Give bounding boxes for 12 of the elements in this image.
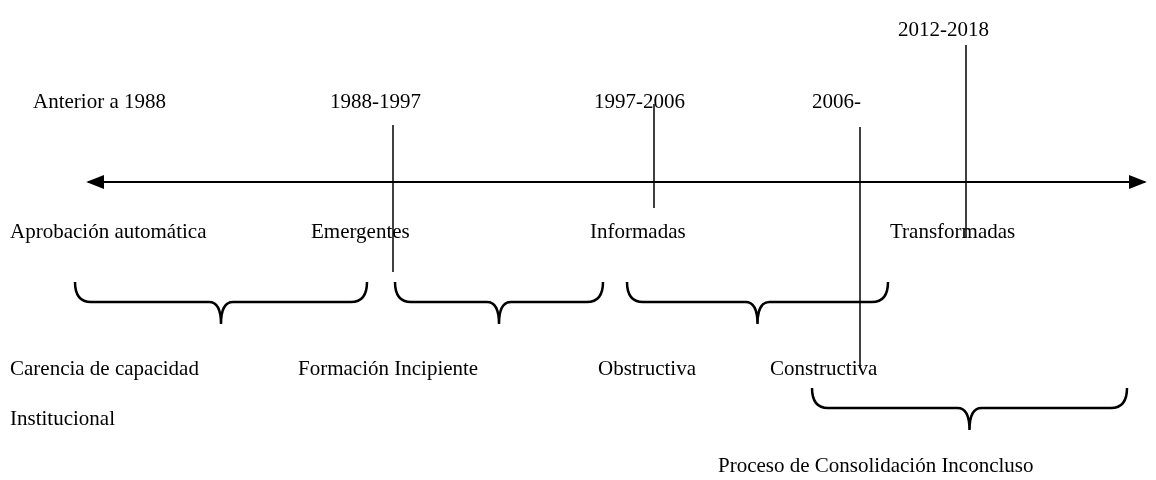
phase-label: Proceso de Consolidación Inconcluso xyxy=(718,452,1034,478)
period-label: Anterior a 1988 xyxy=(33,88,166,114)
period-label: 2006- xyxy=(812,88,861,114)
period-label: 1988-1997 xyxy=(330,88,421,114)
phase-label: Carencia de capacidad Institucional xyxy=(10,355,200,432)
stage-label: Informadas xyxy=(590,218,686,244)
stage-label: Aprobación automática xyxy=(10,218,207,244)
phase-label: Formación Incipiente xyxy=(298,355,479,381)
period-label: 2012-2018 xyxy=(898,16,989,42)
period-label: 1997-2006 xyxy=(594,88,685,114)
phase-label: Constructiva xyxy=(770,355,878,381)
phase-label: Obstructiva xyxy=(598,355,696,381)
